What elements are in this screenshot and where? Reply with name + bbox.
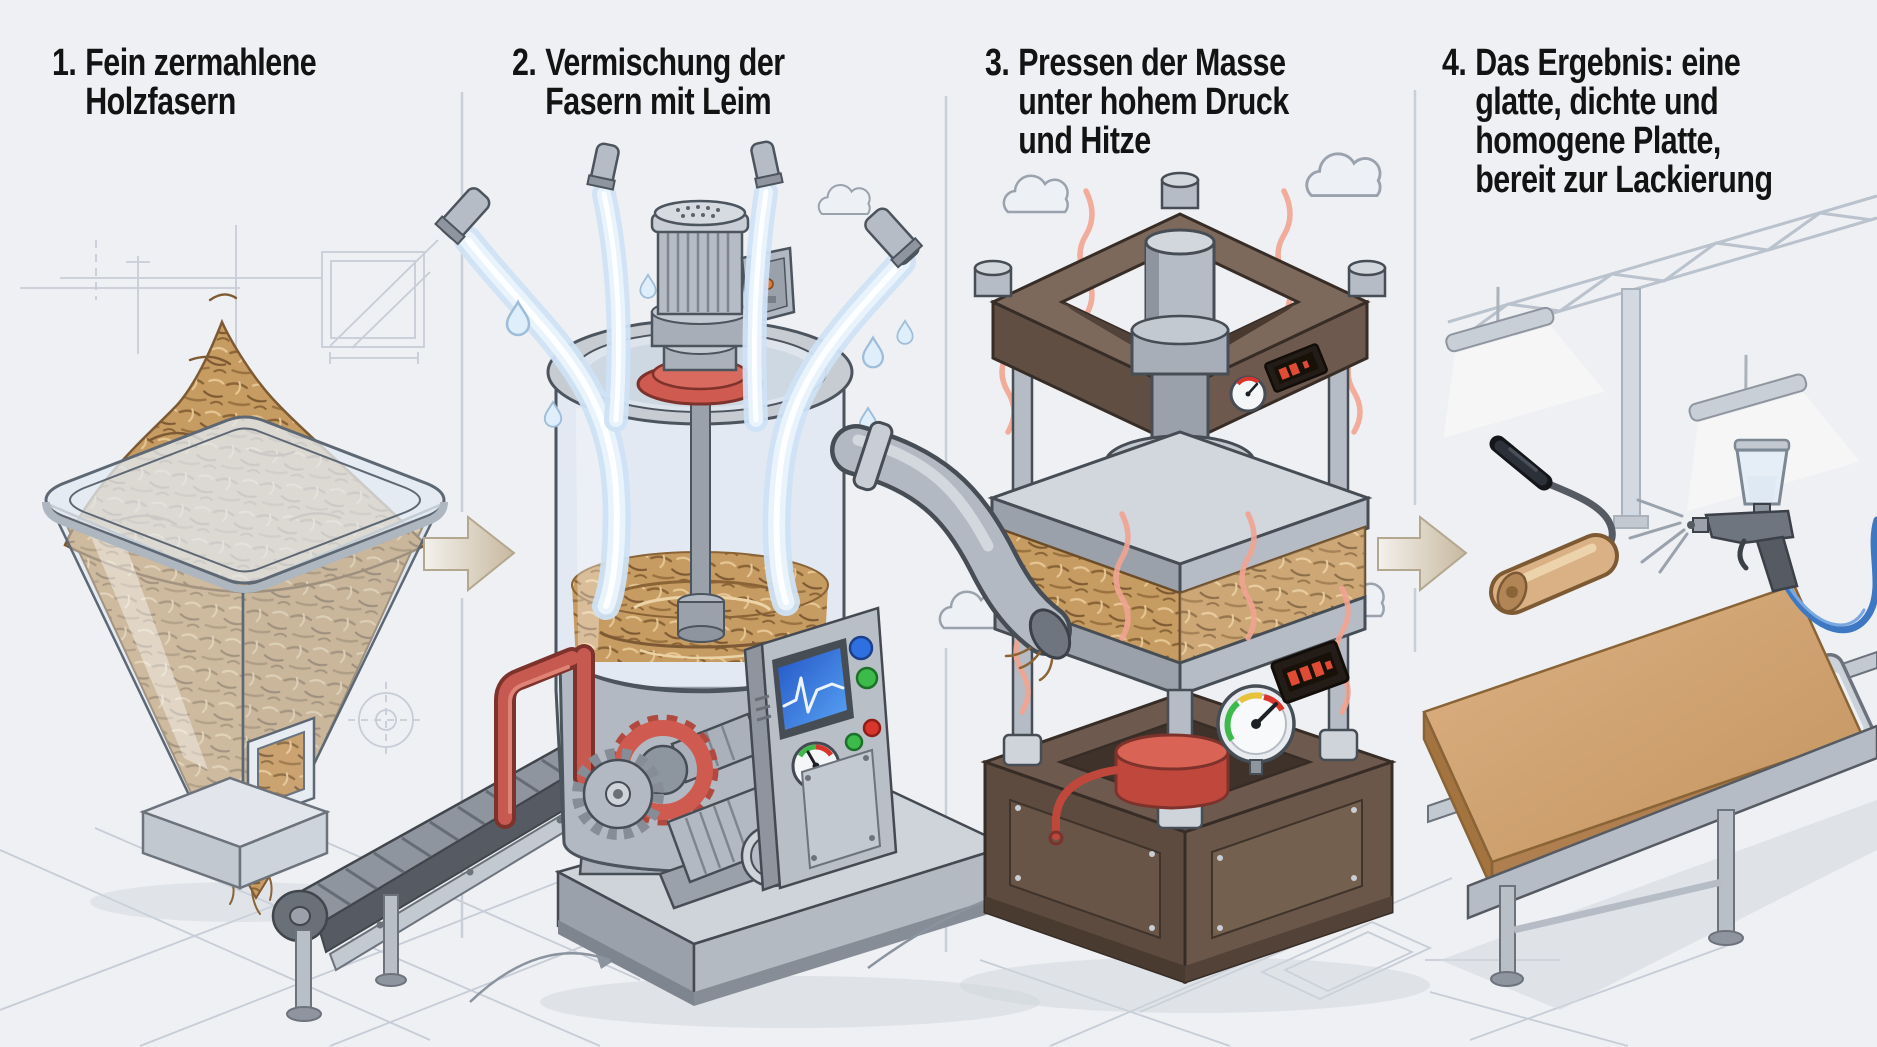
step1-title: 1. Fein zermahlene Holzfasern <box>52 42 317 123</box>
step4-title-text: Das Ergebnis: eine glatte, dichte und ho… <box>1475 42 1773 201</box>
button-blue <box>848 635 874 661</box>
front-rail <box>1466 724 1877 920</box>
button-green-small <box>844 732 864 752</box>
console-door <box>800 748 882 870</box>
fiber-mat <box>993 525 1367 665</box>
gear-gray-teeth <box>572 748 664 840</box>
step4-title: 4. Das Ergebnis: eine glatte, dichte und… <box>1442 44 1773 200</box>
gun-nozzle <box>1692 517 1709 533</box>
step1-title-text: Fein zermahlene Holzfasern <box>85 42 317 123</box>
step3-title-text: Pressen der Masse unter hohem Druck und … <box>1018 42 1289 162</box>
spray-gun <box>1628 438 1877 634</box>
waveform <box>782 676 845 714</box>
gun-handle <box>1755 535 1799 593</box>
pressure-gauge-large <box>1216 684 1296 775</box>
button-green <box>855 666 879 690</box>
cup-liquid <box>1747 476 1777 501</box>
step1-to-step2-arrow <box>423 514 516 593</box>
console-screen <box>778 648 847 730</box>
temperature-display-lower <box>1270 640 1350 704</box>
hopper-rim-thickness <box>42 501 448 593</box>
hopper-rim-inner <box>68 427 422 573</box>
pressure-gauge-small <box>1229 375 1267 413</box>
spray-lines <box>1628 498 1689 574</box>
base-panel-right <box>1211 798 1363 940</box>
conveyor-shadow <box>1440 800 1877 1010</box>
agitator-shaft <box>690 389 711 609</box>
conveyor-leg-rear <box>383 894 399 976</box>
step3-number: 3. <box>985 42 1010 84</box>
glue-streams <box>454 180 916 620</box>
conveyor-leg-left <box>1499 885 1516 975</box>
console-vents <box>754 694 772 722</box>
step3-title: 3. Pressen der Masse unter hohem Druck u… <box>985 44 1289 161</box>
conveyor-leg-front <box>295 929 312 1009</box>
chute-fiber-spill <box>1004 646 1054 682</box>
temperature-display-upper <box>1264 343 1328 393</box>
motor-top-grille <box>653 199 747 227</box>
glass-sheen <box>88 530 208 770</box>
base-panel-left <box>1009 798 1161 940</box>
hopper-rim <box>44 415 446 585</box>
step1-illustration <box>42 293 448 922</box>
step2-number: 2. <box>512 42 537 84</box>
motor-ribbed-body <box>656 226 744 316</box>
impeller <box>677 593 725 643</box>
step2-illustration <box>434 140 1040 1028</box>
roller-conveyor <box>1422 583 1877 987</box>
heater-pipe <box>1052 766 1120 840</box>
upper-platen <box>987 430 1373 597</box>
grille-dots <box>676 205 720 218</box>
gun-trigger <box>1737 538 1749 571</box>
drive-gears <box>572 712 764 840</box>
step4-illustration <box>1422 194 1877 1010</box>
spray-hose <box>1784 516 1877 634</box>
step2-title: 2. Vermischung der Fasern mit Leim <box>512 44 785 122</box>
heater <box>1048 733 1230 846</box>
hopper-base-front-right <box>238 810 329 890</box>
step4-number: 4. <box>1442 42 1467 84</box>
discharge-pipe <box>830 420 1072 682</box>
control-console <box>743 606 898 892</box>
panel-dividers <box>460 90 1417 952</box>
step1-number: 1. <box>52 42 77 84</box>
step3-to-step4-arrow <box>1377 514 1468 593</box>
step2-title-text: Vermischung der Fasern mit Leim <box>545 42 785 123</box>
step3-illustration <box>817 152 1430 1013</box>
paint-roller <box>1489 435 1619 615</box>
button-red <box>862 718 882 738</box>
conveyor-inlet-arch <box>494 644 595 829</box>
press-shadow <box>960 957 1430 1013</box>
glue-nozzles <box>434 140 924 269</box>
conveyor-leg-right <box>1717 809 1735 933</box>
